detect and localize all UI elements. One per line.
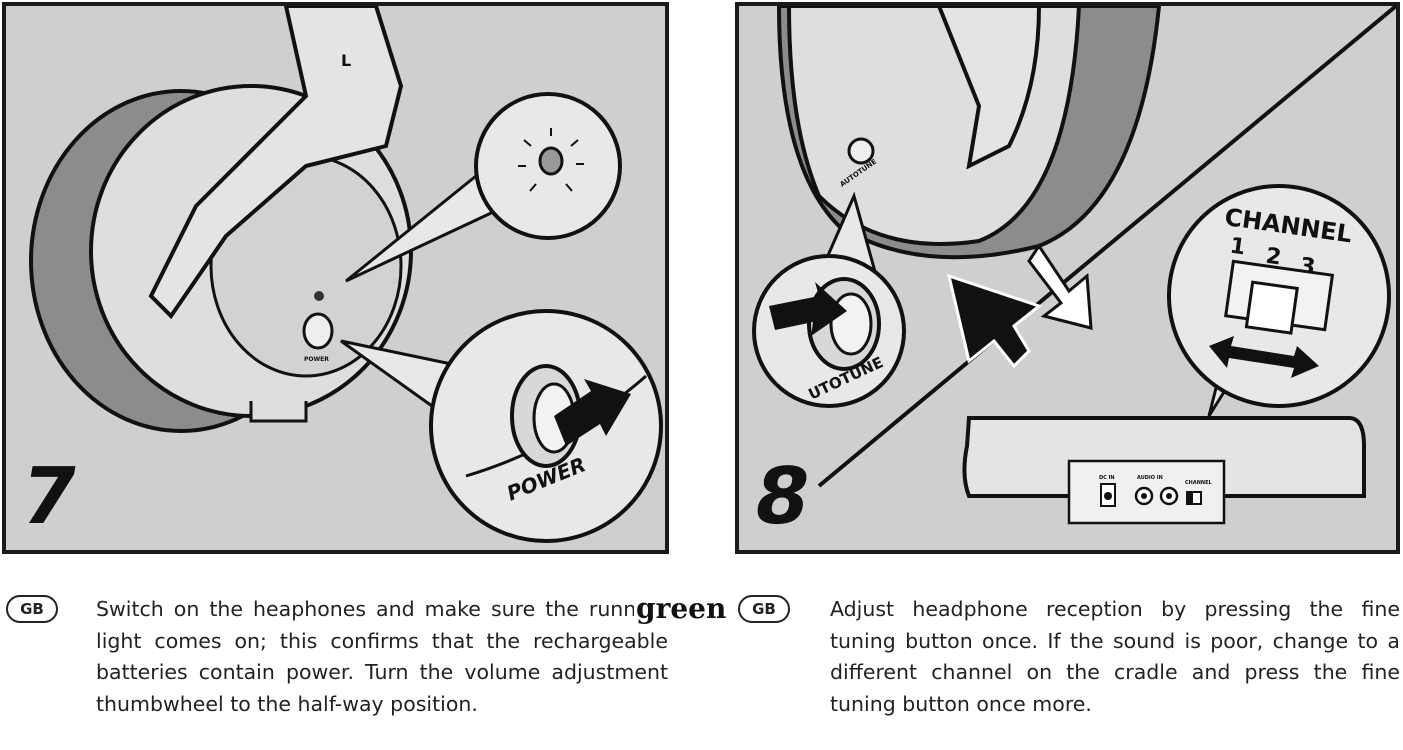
earcup-letter: L xyxy=(341,51,351,70)
channel-number-2: 2 xyxy=(1264,244,1283,271)
instruction-step-7: Switch on the heaphones and make sure th… xyxy=(96,597,668,716)
move-direction-arrow-icon xyxy=(1027,243,1093,330)
dc-in-pin xyxy=(1104,492,1112,500)
audio-jack-right-pin xyxy=(1166,493,1172,499)
cradle-channel-switch-knob xyxy=(1187,492,1193,504)
cradle-label-channel: CHANNEL xyxy=(1185,480,1213,486)
diagonal-divider xyxy=(817,6,1396,488)
led-glow-icon xyxy=(538,146,564,176)
power-button xyxy=(302,312,334,350)
led-rays-icon xyxy=(518,128,584,192)
led-light xyxy=(314,291,324,301)
language-badge-gb: GB xyxy=(738,595,790,623)
language-badge-gb: GB xyxy=(6,595,58,623)
illustration-step-7: L POWER POWER 7 xyxy=(2,2,669,554)
move-closer-arrow-icon xyxy=(946,273,1043,369)
cradle-label-dc: DC IN xyxy=(1099,475,1115,481)
press-arrow-icon xyxy=(769,282,847,336)
earcup-power-label: POWER xyxy=(304,356,329,363)
headband xyxy=(936,6,1042,170)
press-arrow-icon xyxy=(554,379,631,446)
overlay-word-green: green xyxy=(634,592,729,626)
headphone-power-illustration: L POWER POWER xyxy=(29,6,663,543)
audio-jack-left-pin xyxy=(1141,493,1147,499)
headband xyxy=(148,6,404,320)
cradle-label-audio: AUDIO IN xyxy=(1137,475,1163,481)
channel-number-1: 1 xyxy=(1228,234,1247,261)
channel-switch-knob xyxy=(1244,280,1299,335)
cradle-base xyxy=(962,416,1366,498)
autotune-channel-illustration: AUTOTUNE UTOTUNE CHANNEL 1 2 3 DC IN AUD… xyxy=(752,6,1396,525)
earcup-foot xyxy=(249,401,308,423)
slide-arrow-icon xyxy=(1209,336,1319,378)
illustration-step-8: AUTOTUNE UTOTUNE CHANNEL 1 2 3 DC IN AUD… xyxy=(735,2,1400,554)
autotune-button xyxy=(847,137,875,165)
instruction-step-8: Adjust headphone reception by pressing t… xyxy=(830,597,1400,716)
